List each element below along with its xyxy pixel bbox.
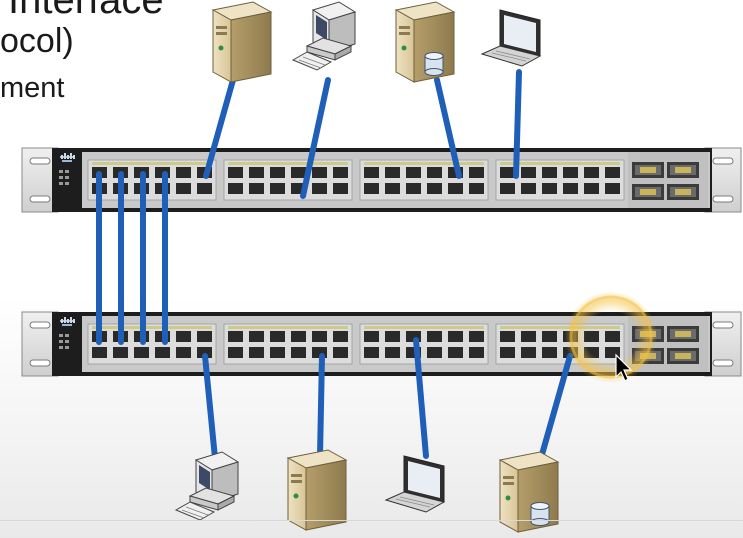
top-switch-logo — [61, 153, 75, 159]
inter-switch-links — [96, 171, 168, 345]
cursor-highlight-ring — [569, 295, 653, 379]
desktop-computer-icon — [292, 1, 356, 71]
top-db-server-link — [434, 77, 462, 179]
top-switch — [22, 148, 741, 212]
top-server-link — [203, 77, 236, 179]
laptop-icon — [385, 455, 445, 513]
slide-heading-line-2: ocol) — [0, 22, 74, 60]
bottom-server-link — [317, 353, 325, 459]
slide-bullet-line: ment — [0, 72, 65, 104]
top-desktop-link — [300, 77, 331, 199]
server-icon — [212, 1, 272, 83]
bottom-db-server-link — [538, 353, 573, 461]
cursor-highlight — [565, 291, 657, 383]
database-server-icon — [395, 1, 455, 83]
bottom-switch-logo — [61, 317, 75, 323]
slide-heading-line-1: Interface — [8, 0, 164, 22]
top-laptop-link — [513, 69, 522, 179]
laptop-icon — [481, 9, 541, 67]
bottom-laptop-link — [413, 337, 429, 459]
footer-divider — [0, 520, 743, 521]
server-icon — [287, 449, 347, 531]
bottom-desktop-link — [202, 353, 218, 461]
mouse-pointer-icon — [615, 353, 633, 382]
desktop-computer-icon — [175, 451, 239, 521]
